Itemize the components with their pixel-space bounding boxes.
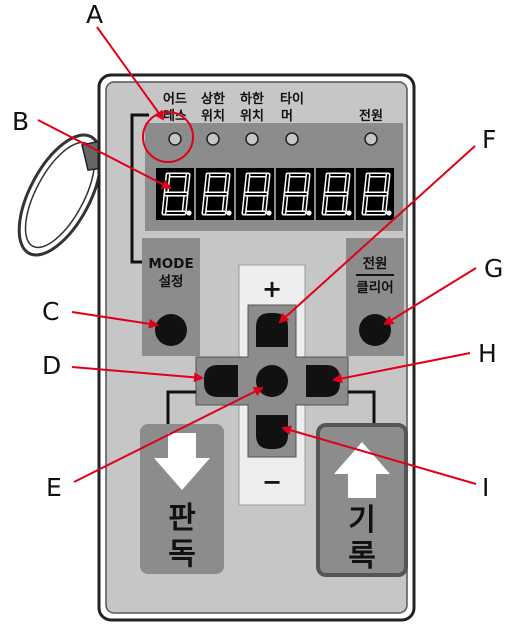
digit-segment-inner [323,193,327,214]
decimal-point [186,210,192,216]
seven-segment-digit [236,168,274,220]
arrow-f [278,145,476,324]
decimal-point [346,210,352,216]
led-address [168,132,182,146]
down-arrow-icon [154,433,210,490]
callout-d: D [42,351,61,380]
write-connector-line [348,390,376,425]
indicator-label-address-1: 어드 [163,91,187,107]
digit-segment-inner [345,174,349,195]
digit-segment-inner [205,174,209,195]
seven-segment-digit [156,168,194,220]
plus-label: + [262,275,282,303]
minus-label: − [262,468,282,496]
callout-f: F [482,125,496,154]
indicator-label-upper-2: 위치 [201,108,225,124]
clear-button[interactable] [359,314,391,346]
callout-circle-a [142,111,194,163]
indicator-label-lower-1: 하한 [240,91,264,107]
seven-segment-digit [276,168,314,220]
callout-a: A [86,0,103,29]
indicator-leds [168,132,378,146]
digit-segment-inner [243,193,247,214]
decimal-point [306,210,312,216]
indicator-label-lower-2: 위치 [240,108,264,124]
digit-segment-inner [303,193,307,214]
digit-segment-inner [203,193,207,214]
callout-g: G [484,254,503,283]
digit-segment-inner [183,193,187,214]
mode-connector-line [130,113,149,264]
callout-e: E [46,473,62,502]
seven-segment-digit [356,168,394,220]
mode-label: MODE [148,256,193,272]
arrow-c [71,311,159,329]
seven-segment-digit [196,168,234,220]
arrow-i [281,425,477,485]
led-lower [245,132,259,146]
callout-b: B [12,107,29,136]
led-timer [285,132,299,146]
seven-segment-digit [316,168,354,220]
arrow-b [37,119,172,189]
up-arrow-icon [334,442,390,498]
indicator-label-timer-1: 타이 [280,91,304,107]
led-upper [206,132,220,146]
center-button[interactable] [256,365,288,397]
indicator-label-power: 전원 [359,108,383,124]
arrow-e [73,387,264,483]
mode-button[interactable] [155,314,187,346]
callout-h: H [478,339,497,368]
right-button[interactable] [306,365,340,397]
digit-segment-inner [305,174,309,195]
left-button[interactable] [204,365,238,397]
digit-segment-inner [265,174,269,195]
digit-segment-inner [263,193,267,214]
digit-segment-inner [223,193,227,214]
clear-label-2: 클리어 [356,279,393,296]
mode-label-2: 설정 [159,273,184,290]
write-label-1: 기 [348,503,376,538]
indicator-labels: 어드 레스 상한 위치 하한 위치 타이 머 전원 [163,91,383,124]
digit-segment-inner [185,174,189,195]
write-button[interactable] [316,423,408,577]
arrow-h [332,352,471,384]
callout-c: C [42,297,59,326]
down-button[interactable] [256,415,288,449]
decimal-point [386,210,392,216]
digit-segment-inner [225,174,229,195]
callout-i: I [482,473,489,502]
digit-segment-inner [343,193,347,214]
arrow-a [96,26,165,121]
read-label-2: 독 [168,537,196,572]
decimal-point [266,210,272,216]
callout-arrows [37,26,477,485]
digit-segment-inner [365,174,369,195]
indicator-label-upper-1: 상한 [201,91,225,107]
digit-segment-inner [325,174,329,195]
arrow-g [383,267,477,326]
decimal-point [226,210,232,216]
indicator-label-timer-2: 머 [281,108,293,124]
digit-segment-inner [285,174,289,195]
digit-segment-inner [283,193,287,214]
read-connector-line [166,390,196,425]
led-power [364,132,378,146]
digit-segment-inner [383,193,387,214]
seven-segment-display [156,168,394,220]
digit-segment-inner [245,174,249,195]
digit-segment-inner [363,193,367,214]
read-label-1: 판 [168,501,196,536]
clear-label: 전원 [363,255,388,272]
write-label-2: 록 [348,539,376,574]
digit-segment-inner [163,193,167,214]
digit-segment-inner [385,174,389,195]
arrow-d [71,366,204,383]
